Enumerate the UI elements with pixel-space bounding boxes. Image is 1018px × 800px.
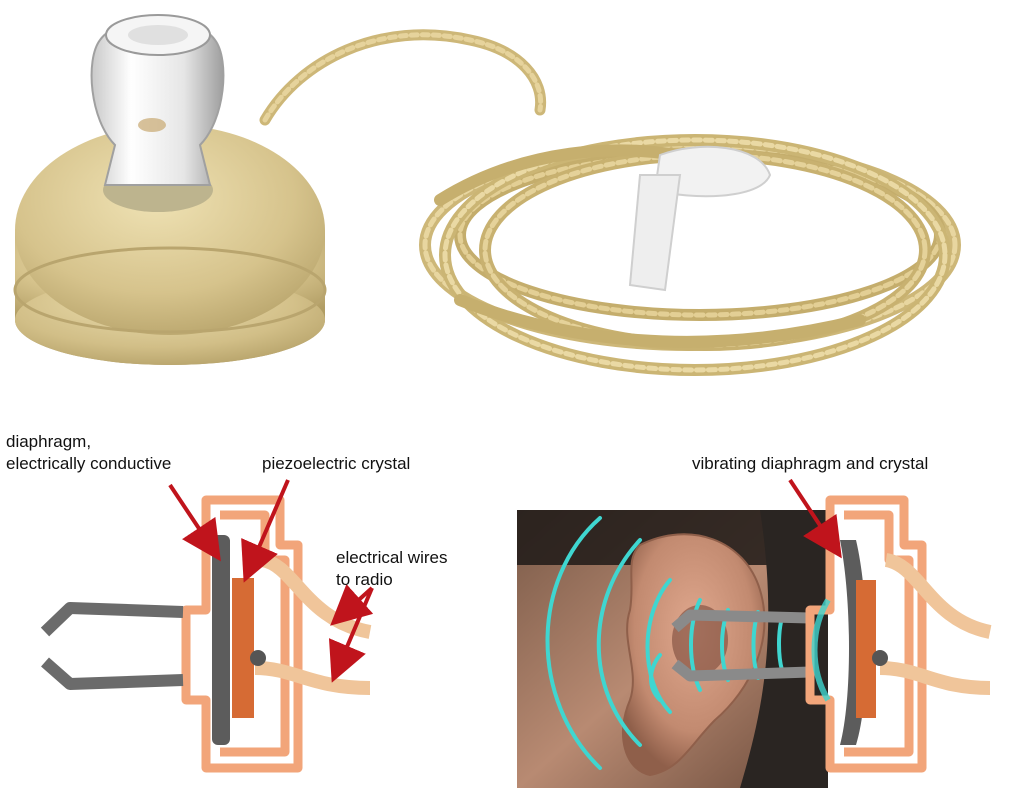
label-vibrating: vibrating diaphragm and crystal — [692, 454, 929, 473]
nozzle-prongs — [40, 602, 184, 690]
piezo-crystal-right — [856, 580, 876, 718]
cross-section-diagram — [40, 479, 374, 773]
contact-point-right — [872, 650, 888, 666]
label-diaphragm-line2: electrically conductive — [6, 454, 172, 473]
label-wires-line2: to radio — [336, 570, 393, 589]
label-wires-line1: electrical wires — [336, 548, 448, 567]
cord-tie — [628, 145, 772, 292]
radio-wires-right — [879, 553, 992, 695]
diaphragm-flex-highlight — [811, 598, 831, 702]
earpiece-base — [13, 125, 327, 365]
label-diaphragm-line1: diaphragm, — [6, 432, 92, 451]
pointer-arrow-right — [788, 478, 842, 559]
cross-section-right — [788, 478, 992, 773]
cord-coil — [259, 29, 961, 376]
label-crystal: piezoelectric crystal — [262, 454, 411, 473]
nozzle-prongs-right — [671, 609, 811, 682]
crystal-earpiece-photo — [13, 14, 961, 376]
earpiece-nozzle — [90, 14, 225, 212]
contact-point — [250, 650, 266, 666]
diaphragm — [212, 535, 230, 745]
piezo-crystal — [232, 578, 254, 718]
pointer-arrows — [168, 479, 374, 683]
ear-photo — [517, 510, 828, 788]
